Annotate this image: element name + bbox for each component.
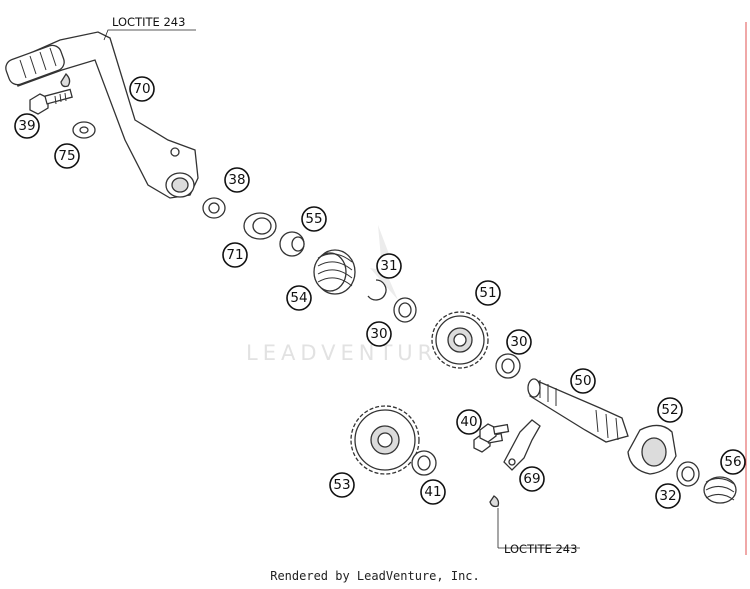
bolts-40 [473, 423, 510, 453]
loctite-drop-top [60, 72, 71, 88]
svg-text:69: 69 [523, 471, 540, 487]
washer-41 [411, 450, 437, 476]
callout-56: 56 [720, 449, 746, 475]
callout-41: 41 [420, 479, 446, 505]
callout-52: 52 [657, 397, 683, 423]
svg-text:71: 71 [226, 247, 243, 263]
svg-text:51: 51 [479, 285, 496, 301]
svg-text:30: 30 [510, 334, 527, 350]
seal-71 [243, 212, 277, 240]
svg-text:40: 40 [460, 414, 477, 430]
kick-lever [5, 31, 199, 199]
callout-31: 31 [376, 253, 402, 279]
svg-text:53: 53 [333, 477, 350, 493]
spring-56 [703, 476, 737, 504]
svg-text:38: 38 [228, 172, 245, 188]
callout-38: 38 [224, 167, 250, 193]
callout-39: 39 [14, 113, 40, 139]
loctite-note-top: LOCTITE 243 [112, 15, 185, 29]
svg-text:30: 30 [370, 326, 387, 342]
svg-text:32: 32 [659, 488, 676, 504]
kickstarter-shaft-50 [527, 378, 629, 443]
callout-30-b: 30 [506, 329, 532, 355]
leader-lines [103, 29, 580, 549]
gear-51 [431, 311, 489, 369]
guide-plate-69 [503, 419, 541, 471]
callout-50: 50 [570, 368, 596, 394]
render-credit: Rendered by LeadVenture, Inc. [270, 569, 480, 583]
callout-30-a: 30 [366, 321, 392, 347]
svg-text:52: 52 [661, 402, 678, 418]
gear-53 [350, 405, 420, 475]
svg-text:39: 39 [18, 118, 35, 134]
callout-69: 69 [519, 466, 545, 492]
callout-51: 51 [475, 280, 501, 306]
svg-text:70: 70 [133, 81, 150, 97]
svg-text:41: 41 [424, 484, 441, 500]
watermark: LEADVENTURE [246, 225, 456, 365]
callout-71: 71 [222, 242, 248, 268]
ratchet-52 [627, 424, 677, 475]
watermark-text: LEADVENTURE [246, 341, 456, 365]
circlip-31 [367, 279, 387, 301]
callout-55: 55 [301, 206, 327, 232]
svg-text:31: 31 [380, 258, 397, 274]
loctite-note-bottom: LOCTITE 243 [504, 542, 577, 556]
spring-54 [313, 249, 356, 295]
svg-text:56: 56 [724, 454, 741, 470]
svg-text:54: 54 [290, 290, 307, 306]
callout-70: 70 [129, 76, 155, 102]
callout-32: 32 [655, 483, 681, 509]
washer-32 [676, 461, 700, 487]
washer-30-b [495, 353, 521, 379]
loctite-drop-bottom [489, 495, 500, 508]
svg-text:75: 75 [58, 148, 75, 164]
svg-text:55: 55 [305, 211, 322, 227]
callout-75: 75 [54, 143, 80, 169]
svg-text:50: 50 [574, 373, 591, 389]
bolt-39 [29, 88, 73, 115]
callout-54: 54 [286, 285, 312, 311]
callout-53: 53 [329, 472, 355, 498]
bushing-55 [279, 231, 305, 257]
bushing-38 [202, 197, 226, 219]
washer-75 [72, 121, 96, 139]
callout-40: 40 [456, 409, 482, 435]
washer-30-a [393, 297, 417, 323]
